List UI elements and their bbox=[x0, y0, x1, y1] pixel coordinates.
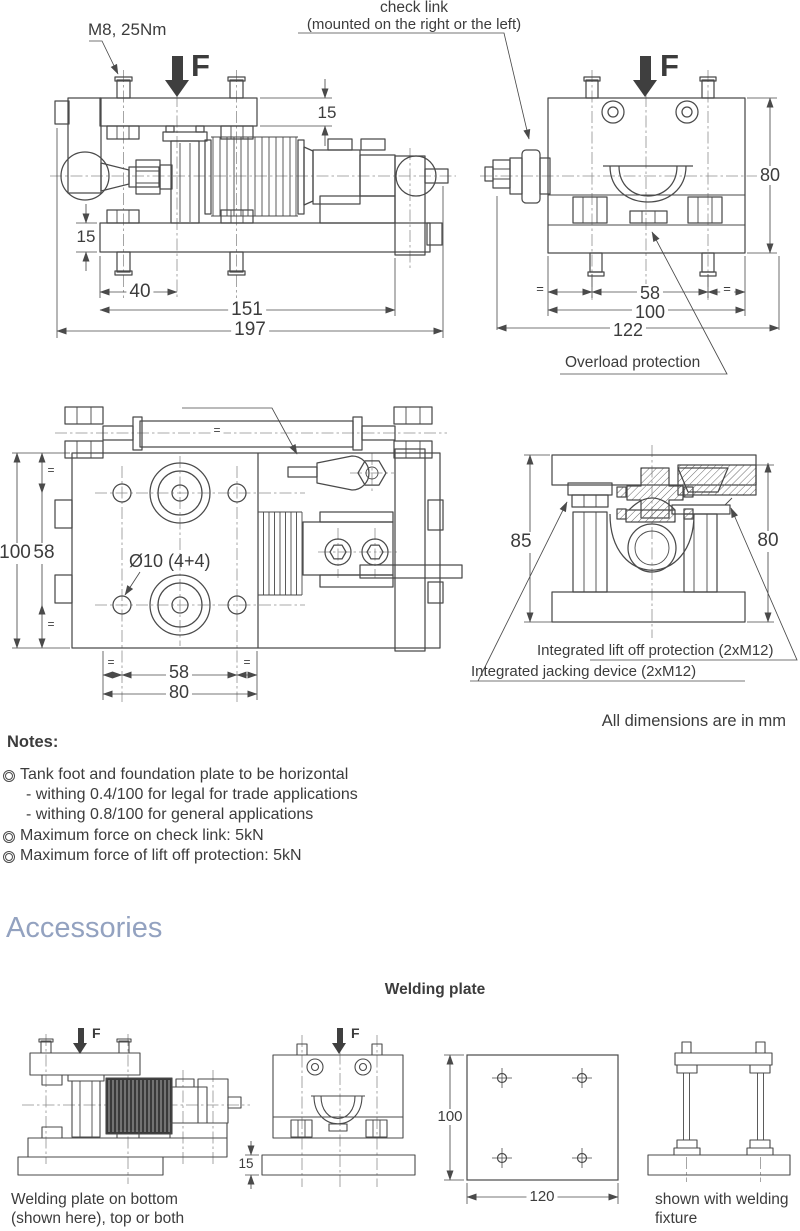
caption-right: shown with welding fixture bbox=[655, 1191, 789, 1229]
front-view-details bbox=[493, 168, 745, 226]
dim-section-80: 80 bbox=[754, 530, 782, 552]
dim-acc-15: 15 bbox=[238, 1156, 254, 1171]
dim-151: 151 bbox=[228, 299, 266, 321]
dim-section-85: 85 bbox=[507, 531, 535, 553]
hole-diameter-label: Ø10 (4+4) bbox=[129, 551, 211, 571]
dim-plate-bottom-15: 15 bbox=[73, 227, 99, 247]
dim-197: 197 bbox=[231, 319, 269, 341]
eq-plan-bottom: = bbox=[44, 618, 58, 631]
side-view-drawing bbox=[54, 76, 449, 276]
front-view-drawing bbox=[484, 76, 746, 277]
section-view-drawing bbox=[551, 454, 757, 623]
dim-plan-100: 100 bbox=[0, 542, 34, 564]
note-item-2: Maximum force on check link: 5kN bbox=[20, 827, 264, 844]
note-bullet-icon bbox=[3, 851, 15, 863]
check-link-note-line2: (mounted on the right or the left) bbox=[306, 15, 522, 33]
caption-left-line1: Welding plate on bottom bbox=[11, 1191, 178, 1208]
eq-checklink: = bbox=[210, 424, 224, 437]
accessory-side-cyl-lines bbox=[79, 1081, 93, 1137]
units-note: All dimensions are in mm bbox=[601, 712, 786, 730]
plan-view-drawing bbox=[54, 406, 463, 652]
accessories-heading: Accessories bbox=[6, 912, 163, 944]
side-view-details bbox=[116, 126, 298, 223]
dim-plan-80: 80 bbox=[165, 682, 193, 703]
eq-plan-b-left: = bbox=[104, 656, 118, 669]
check-link-note-line1: check link bbox=[379, 0, 449, 16]
caption-left: Welding plate on bottom (shown here), to… bbox=[11, 1191, 184, 1229]
eq-plan-b-right: = bbox=[240, 656, 254, 669]
check-link-note: check link (mounted on the right or the … bbox=[288, 0, 540, 33]
dim-plan-58-vertical: 58 bbox=[30, 542, 58, 564]
welding-plate-drawing bbox=[466, 1054, 619, 1181]
accessory-front-view-drawing bbox=[261, 1043, 416, 1176]
note-item-3: Maximum force of lift off protection: 5k… bbox=[20, 847, 302, 864]
liftoff-protection-label: Integrated lift off protection (2xM12) bbox=[537, 642, 774, 659]
caption-left-line2: (shown here), top or both bbox=[11, 1209, 185, 1227]
note-item-1-sub-2: - withing 0.8/100 for general applicatio… bbox=[26, 806, 314, 823]
dim-plate-120: 120 bbox=[526, 1188, 558, 1206]
force-arrow-icon bbox=[73, 56, 657, 1054]
jacking-device-label: Integrated jacking device (2xM12) bbox=[471, 663, 697, 680]
force-label-side: F bbox=[191, 48, 210, 83]
accessory-side-view-drawing bbox=[17, 1038, 242, 1176]
welding-fixture-rods bbox=[683, 1073, 764, 1140]
dim-plan-58: 58 bbox=[165, 662, 193, 683]
section-view-details bbox=[583, 495, 733, 592]
dim-plate-top-15: 15 bbox=[314, 103, 340, 123]
accessory-front-view-details bbox=[273, 1116, 403, 1137]
caption-right-line1: shown with welding bbox=[655, 1191, 789, 1208]
welding-fixture-drawing bbox=[647, 1041, 791, 1176]
eq-front-left: = bbox=[533, 281, 547, 297]
dim-front-58: 58 bbox=[636, 283, 664, 304]
note-item-1: Tank foot and foundation plate to be hor… bbox=[20, 766, 349, 783]
force-label-front: F bbox=[660, 48, 679, 83]
note-item-1-sub-1: - withing 0.4/100 for legal for trade ap… bbox=[26, 786, 358, 803]
dimension-lines bbox=[13, 79, 780, 1201]
force-label-acc-side: F bbox=[92, 1025, 101, 1041]
dim-front-122: 122 bbox=[609, 320, 647, 341]
centerlines bbox=[22, 70, 762, 1187]
accessory-side-view-details bbox=[108, 1080, 170, 1132]
eq-front-right: = bbox=[720, 281, 734, 297]
dim-front-100: 100 bbox=[631, 302, 669, 323]
plan-view-details bbox=[76, 407, 421, 596]
force-label-acc-front: F bbox=[351, 1025, 360, 1041]
caption-right-line2: fixture bbox=[655, 1209, 698, 1227]
dim-40: 40 bbox=[126, 281, 154, 303]
bolt-torque-label: M8, 25Nm bbox=[88, 20, 167, 39]
overload-protection-label: Overload protection bbox=[565, 354, 701, 371]
leader-lines bbox=[89, 32, 798, 682]
note-bullet-icon bbox=[3, 770, 15, 782]
notes-title: Notes: bbox=[7, 733, 59, 751]
note-bullet-icon bbox=[3, 831, 15, 843]
eq-plan-top: = bbox=[44, 464, 58, 477]
dim-front-80: 80 bbox=[756, 165, 784, 186]
welding-plate-hole-ticks bbox=[492, 1068, 592, 1168]
dim-plate-100: 100 bbox=[434, 1108, 466, 1126]
welding-plate-title: Welding plate bbox=[384, 981, 486, 998]
